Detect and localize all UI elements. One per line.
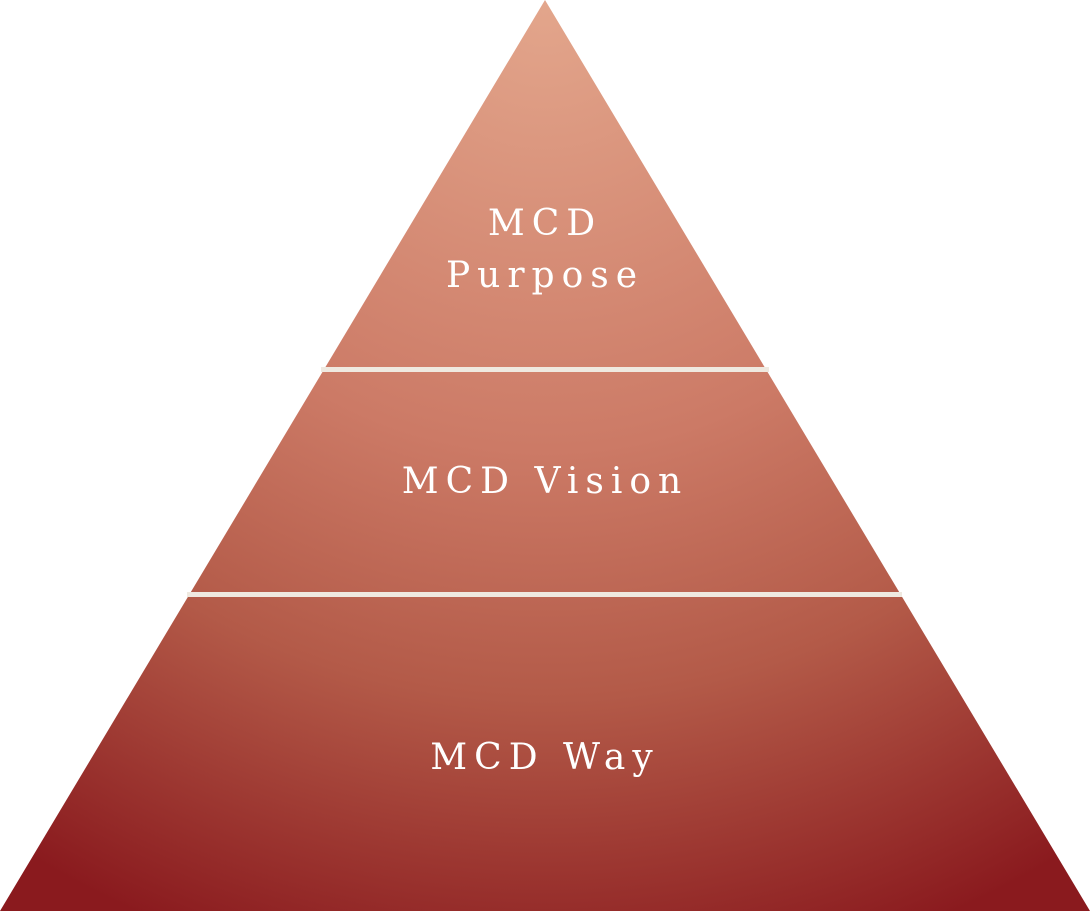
- level-way: MCD Way: [430, 737, 659, 778]
- divider-top: [321, 367, 769, 372]
- divider-bottom: [187, 592, 902, 597]
- level-purpose-line1: MCD: [488, 203, 602, 244]
- level-purpose-line2: Purpose: [446, 255, 644, 296]
- level-vision: MCD Vision: [402, 461, 688, 502]
